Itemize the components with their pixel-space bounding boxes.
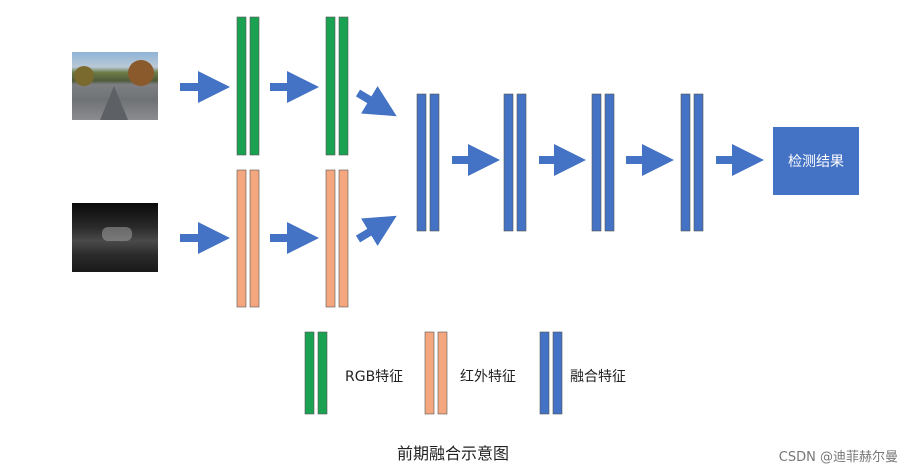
fusion-feature-block-4 <box>680 93 704 232</box>
watermark: CSDN @迪菲赫尔曼 <box>778 450 898 465</box>
feature-bar <box>236 16 247 156</box>
feature-bar <box>437 331 448 415</box>
feature-bar <box>429 93 440 232</box>
feature-bar <box>416 93 427 232</box>
rgb-feature-block-2 <box>325 16 349 156</box>
feature-bar <box>503 93 514 232</box>
road-shape <box>100 86 128 120</box>
feature-bar <box>249 16 260 156</box>
feature-bar <box>539 331 550 415</box>
feature-bar <box>338 169 349 308</box>
legend-swatch-ir <box>424 331 448 415</box>
arrow-rgb-to-fusion <box>355 86 397 117</box>
detection-result-label: 检测结果 <box>788 154 844 170</box>
rgb-input-image <box>72 52 158 120</box>
feature-bar <box>338 16 349 156</box>
feature-bar <box>552 331 563 415</box>
ir-feature-block-1 <box>236 169 260 308</box>
detection-result-box: 检测结果 <box>773 127 859 195</box>
feature-bar <box>317 331 328 415</box>
feature-bar <box>325 169 336 308</box>
infrared-input-image <box>72 203 158 272</box>
legend-label-rgb: RGB特征 <box>345 369 404 385</box>
feature-bar <box>424 331 435 415</box>
legend-swatch-rgb <box>304 331 328 415</box>
feature-bar <box>604 93 615 232</box>
diagram-caption: 前期融合示意图 <box>396 444 509 463</box>
fusion-feature-block-2 <box>503 93 527 232</box>
legend-label-ir: 红外特征 <box>460 369 516 385</box>
feature-bar <box>249 169 260 308</box>
feature-bar <box>693 93 704 232</box>
tree-shape <box>74 66 94 86</box>
fusion-feature-block-1 <box>416 93 440 232</box>
feature-bar <box>325 16 336 156</box>
feature-bar <box>516 93 527 232</box>
arrow-ir-to-fusion <box>355 215 397 246</box>
legend-swatch-fusion <box>539 331 563 415</box>
legend-label-fusion: 融合特征 <box>570 369 626 385</box>
thermal-glow <box>102 227 132 241</box>
tree-shape <box>128 60 154 86</box>
feature-bar <box>591 93 602 232</box>
ir-feature-block-2 <box>325 169 349 308</box>
feature-bar <box>680 93 691 232</box>
feature-bar <box>236 169 247 308</box>
feature-bar <box>304 331 315 415</box>
fusion-feature-block-3 <box>591 93 615 232</box>
rgb-feature-block-1 <box>236 16 260 156</box>
